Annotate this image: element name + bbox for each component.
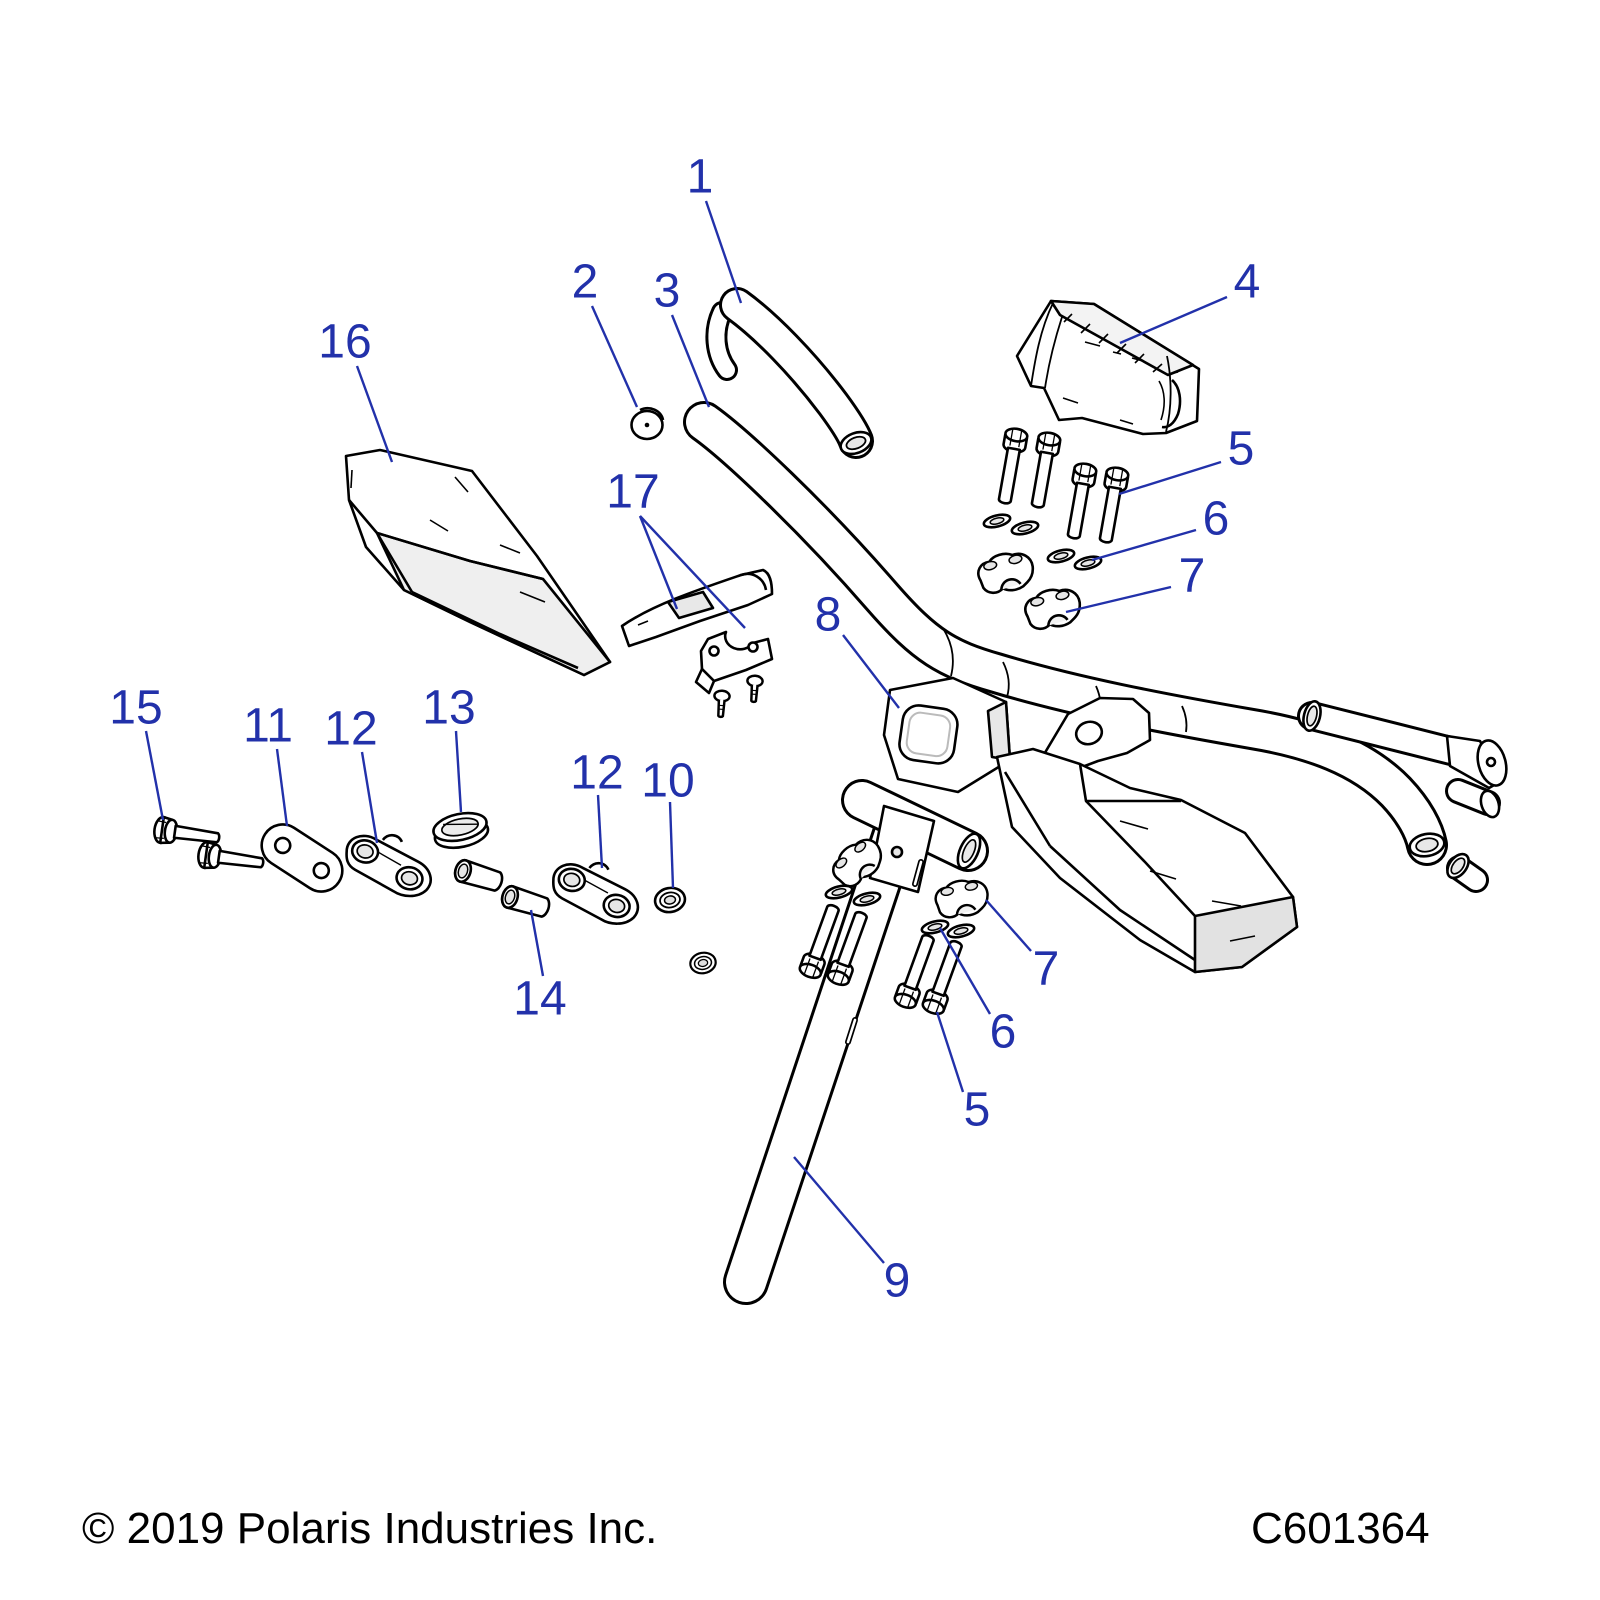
- callout-6-label: 6: [990, 1006, 1017, 1059]
- leader-line-6: [938, 927, 992, 1015]
- callout-16-label: 16: [318, 316, 371, 369]
- callout-9-label: 9: [884, 1255, 911, 1308]
- gauge-pod: [1015, 299, 1201, 436]
- callout-7-label: 7: [1033, 943, 1060, 996]
- leader-line-2: [590, 305, 639, 408]
- leader-line-12: [360, 751, 379, 844]
- leader-line-10: [668, 801, 675, 889]
- copyright-text: © 2019 Polaris Industries Inc.: [82, 1504, 657, 1553]
- handlebar-tube: [683, 401, 1448, 866]
- adjuster-small-parts: [151, 811, 719, 977]
- callout-5-label: 5: [1228, 423, 1255, 476]
- leader-line-5: [1118, 460, 1222, 496]
- grip-right: [1297, 700, 1508, 819]
- callout-6-label: 6: [1203, 493, 1230, 546]
- callout-4-label: 4: [1234, 256, 1261, 309]
- handguard-left: [344, 448, 612, 677]
- grip-part: [705, 287, 874, 459]
- callout-12-label: 12: [570, 747, 623, 800]
- leader-line-7: [985, 899, 1032, 952]
- link-plate: [260, 823, 344, 893]
- leader-line-14: [529, 909, 545, 977]
- callout-2-label: 2: [572, 256, 599, 309]
- leader-line-17: [638, 515, 679, 610]
- callout-14-label: 14: [513, 973, 566, 1026]
- line-art: [151, 287, 1508, 1305]
- leader-line-7: [1065, 585, 1172, 614]
- callout-7-label: 7: [1179, 550, 1206, 603]
- cap-plug: [630, 406, 665, 441]
- callout-1-label: 1: [687, 151, 714, 204]
- ferrule-cap: [1446, 852, 1489, 893]
- callout-10-label: 10: [641, 755, 694, 808]
- leader-line-17: [639, 515, 746, 629]
- leader-line-8: [842, 634, 900, 709]
- leader-line-4: [1119, 295, 1228, 345]
- leader-line-16: [355, 365, 394, 463]
- leader-line-1: [704, 200, 743, 304]
- handguard-right: [995, 747, 1299, 974]
- leader-line-15: [144, 730, 165, 821]
- bushing-ring: [432, 811, 490, 850]
- leader-line-6: [1091, 528, 1197, 562]
- callout-13-label: 13: [422, 682, 475, 735]
- callout-5-label: 5: [964, 1084, 991, 1137]
- part-code-text: C601364: [1251, 1504, 1430, 1553]
- leader-line-3: [670, 314, 711, 408]
- callout-11-label: 11: [243, 700, 293, 753]
- callout-17-label: 17: [606, 466, 659, 519]
- leader-line-13: [454, 730, 463, 813]
- callout-3-label: 3: [654, 265, 681, 318]
- leader-line-5: [935, 1011, 965, 1093]
- callout-12-label: 12: [324, 703, 377, 756]
- callout-15-label: 15: [109, 682, 162, 735]
- leader-line-9: [793, 1156, 885, 1264]
- steering-clamp-block: [882, 676, 1012, 794]
- handguard-mount-bracket: [620, 568, 774, 719]
- leader-line-11: [275, 748, 289, 827]
- callout-8-label: 8: [815, 589, 842, 642]
- bar-end-opening: [1408, 832, 1446, 858]
- leader-line-12: [596, 794, 604, 869]
